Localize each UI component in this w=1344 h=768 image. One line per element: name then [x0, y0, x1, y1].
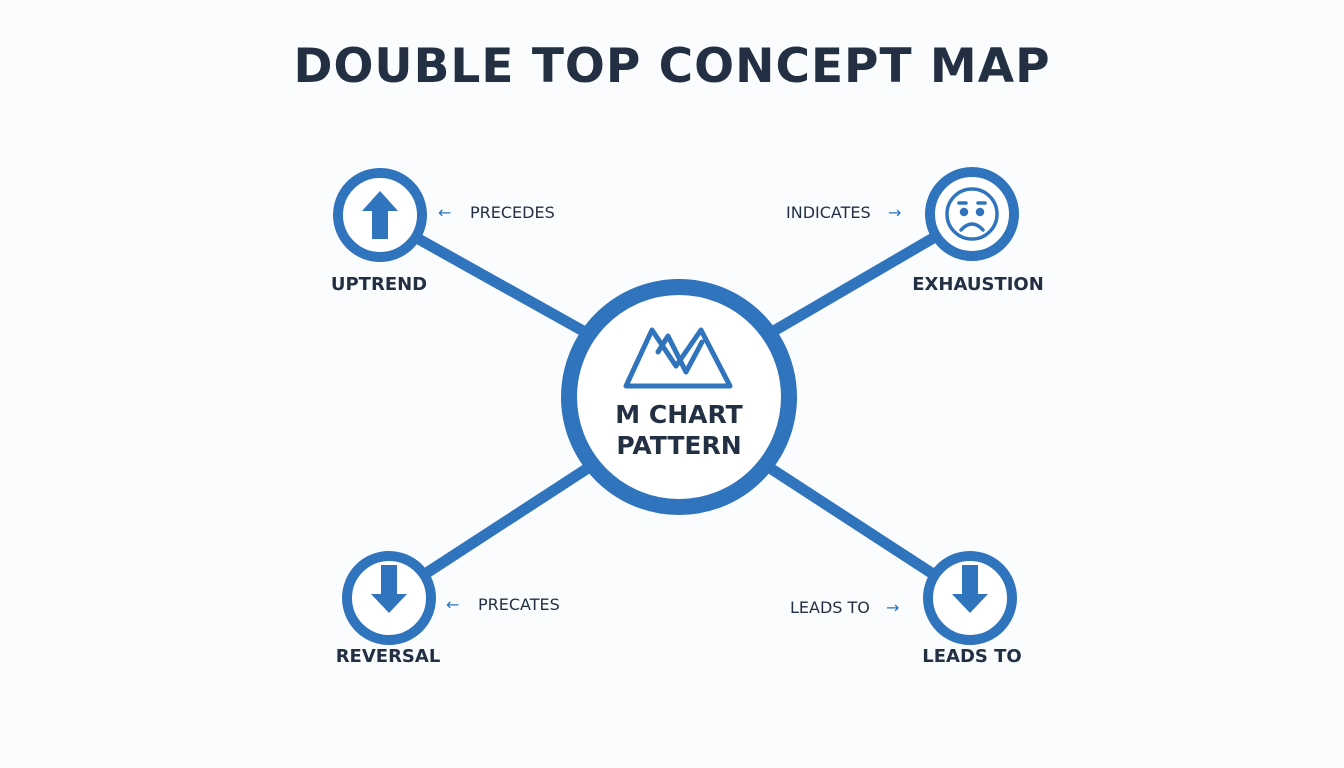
- node-label-leads-to: LEADS TO: [922, 646, 1021, 667]
- center-node[interactable]: M CHART PATTERN: [561, 279, 797, 515]
- connectors: [409, 231, 941, 580]
- node-leads-to[interactable]: LEADS TO: [922, 551, 1022, 667]
- edge-arrow-icon: →: [888, 203, 901, 222]
- center-label-line2: PATTERN: [616, 431, 741, 460]
- sad-face-icon: [945, 187, 999, 241]
- node-label-reversal: REVERSAL: [336, 646, 441, 667]
- connector-exhaustion: [766, 231, 941, 338]
- edge-label-precates: PRECATES: [478, 595, 560, 614]
- connector-leads-to: [764, 462, 939, 580]
- edge-label-leads-to: LEADS TO: [790, 598, 870, 617]
- node-uptrend[interactable]: UPTREND: [331, 168, 427, 295]
- arrow-down-icon: [371, 565, 407, 613]
- connector-uptrend: [409, 231, 591, 338]
- mountain-peaks-icon: [623, 327, 733, 389]
- center-label-line1: M CHART: [615, 400, 742, 429]
- edge-arrow-icon: ←: [446, 595, 459, 614]
- node-label-uptrend: UPTREND: [331, 274, 427, 295]
- node-reversal[interactable]: REVERSAL: [336, 551, 441, 667]
- edge-arrow-icon: ←: [438, 203, 451, 222]
- arrow-up-icon: [362, 191, 398, 239]
- connector-reversal: [419, 462, 594, 580]
- edge-label-precedes: PRECEDES: [470, 203, 555, 222]
- node-exhaustion[interactable]: EXHAUSTION: [912, 167, 1044, 295]
- node-label-exhaustion: EXHAUSTION: [912, 274, 1044, 295]
- edge-label-indicates: INDICATES: [786, 203, 871, 222]
- edge-arrow-icon: →: [886, 598, 899, 617]
- arrow-down-icon: [952, 565, 988, 613]
- page-title: DOUBLE TOP CONCEPT MAP: [293, 39, 1050, 94]
